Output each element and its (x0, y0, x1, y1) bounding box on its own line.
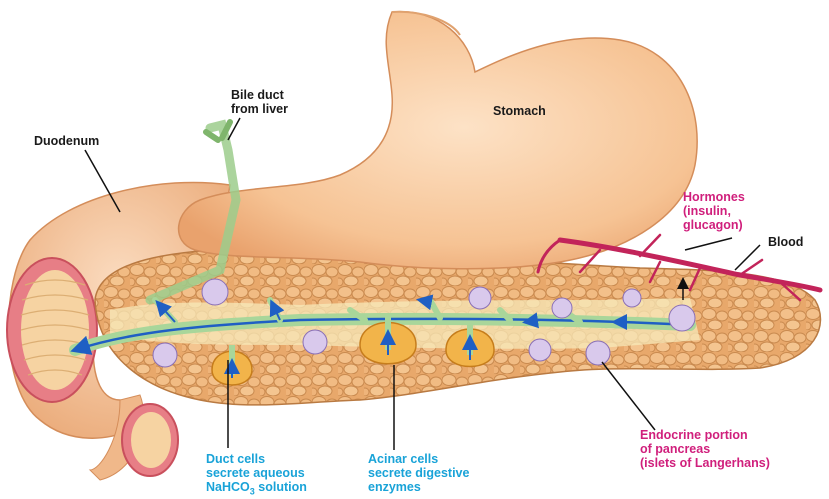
duodenum-label: Duodenum (34, 134, 99, 148)
duct-cells-label: Duct cells secrete aqueous NaHCO3 soluti… (206, 452, 307, 499)
duct-cells-text-end: solution (255, 480, 307, 494)
hormones-label: Hormones (insulin, glucagon) (683, 190, 745, 232)
endocrine-portion-label: Endocrine portion of pancreas (islets of… (640, 428, 770, 470)
acinar-cells-label: Acinar cells secrete digestive enzymes (368, 452, 469, 494)
bile-duct-label: Bile duct from liver (231, 88, 288, 116)
blood-label: Blood (768, 235, 803, 249)
stomach (179, 12, 698, 269)
stomach-label: Stomach (493, 104, 546, 118)
